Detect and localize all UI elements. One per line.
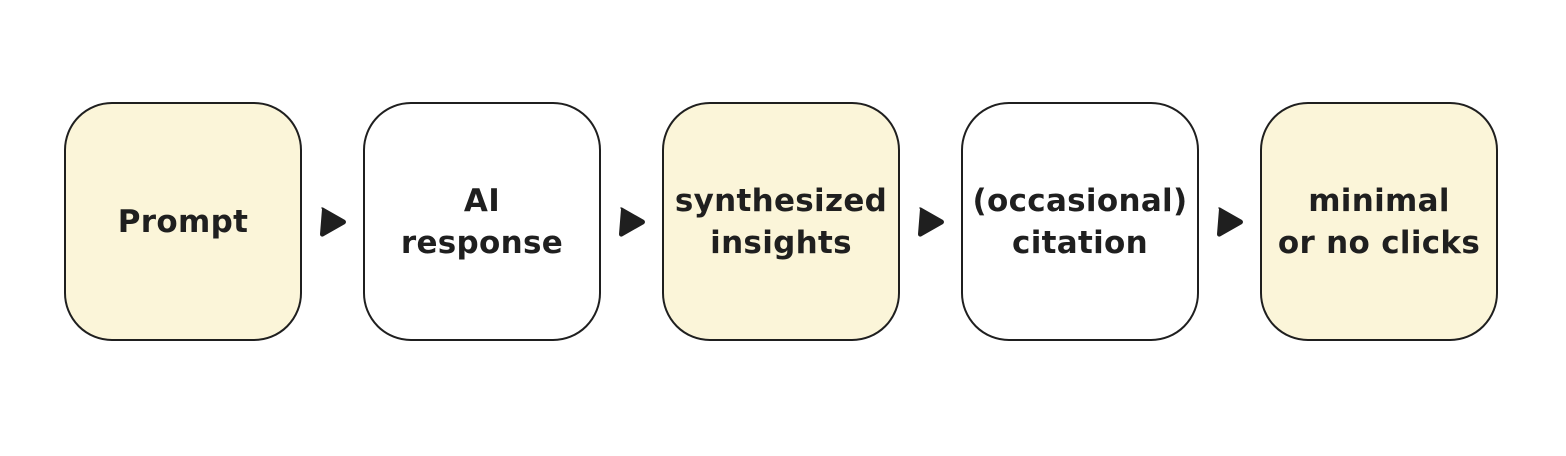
step-ai-response: AI response — [363, 102, 601, 341]
step-label: (occasional) citation — [972, 182, 1188, 261]
triangle-arrow-right-icon — [918, 207, 944, 237]
step-label: AI response — [400, 182, 564, 261]
step-synthesized-insights: synthesized insights — [662, 102, 900, 341]
step-minimal-or-no-clicks: minimal or no clicks — [1260, 102, 1498, 341]
triangle-arrow-right-icon — [1217, 207, 1243, 237]
step-label: Prompt — [117, 203, 249, 240]
step-label: synthesized insights — [674, 182, 888, 261]
step-label: minimal or no clicks — [1277, 182, 1481, 261]
triangle-arrow-right-icon — [619, 207, 645, 237]
step-prompt: Prompt — [64, 102, 302, 341]
step-occasional-citation: (occasional) citation — [961, 102, 1199, 341]
triangle-arrow-right-icon — [320, 207, 346, 237]
